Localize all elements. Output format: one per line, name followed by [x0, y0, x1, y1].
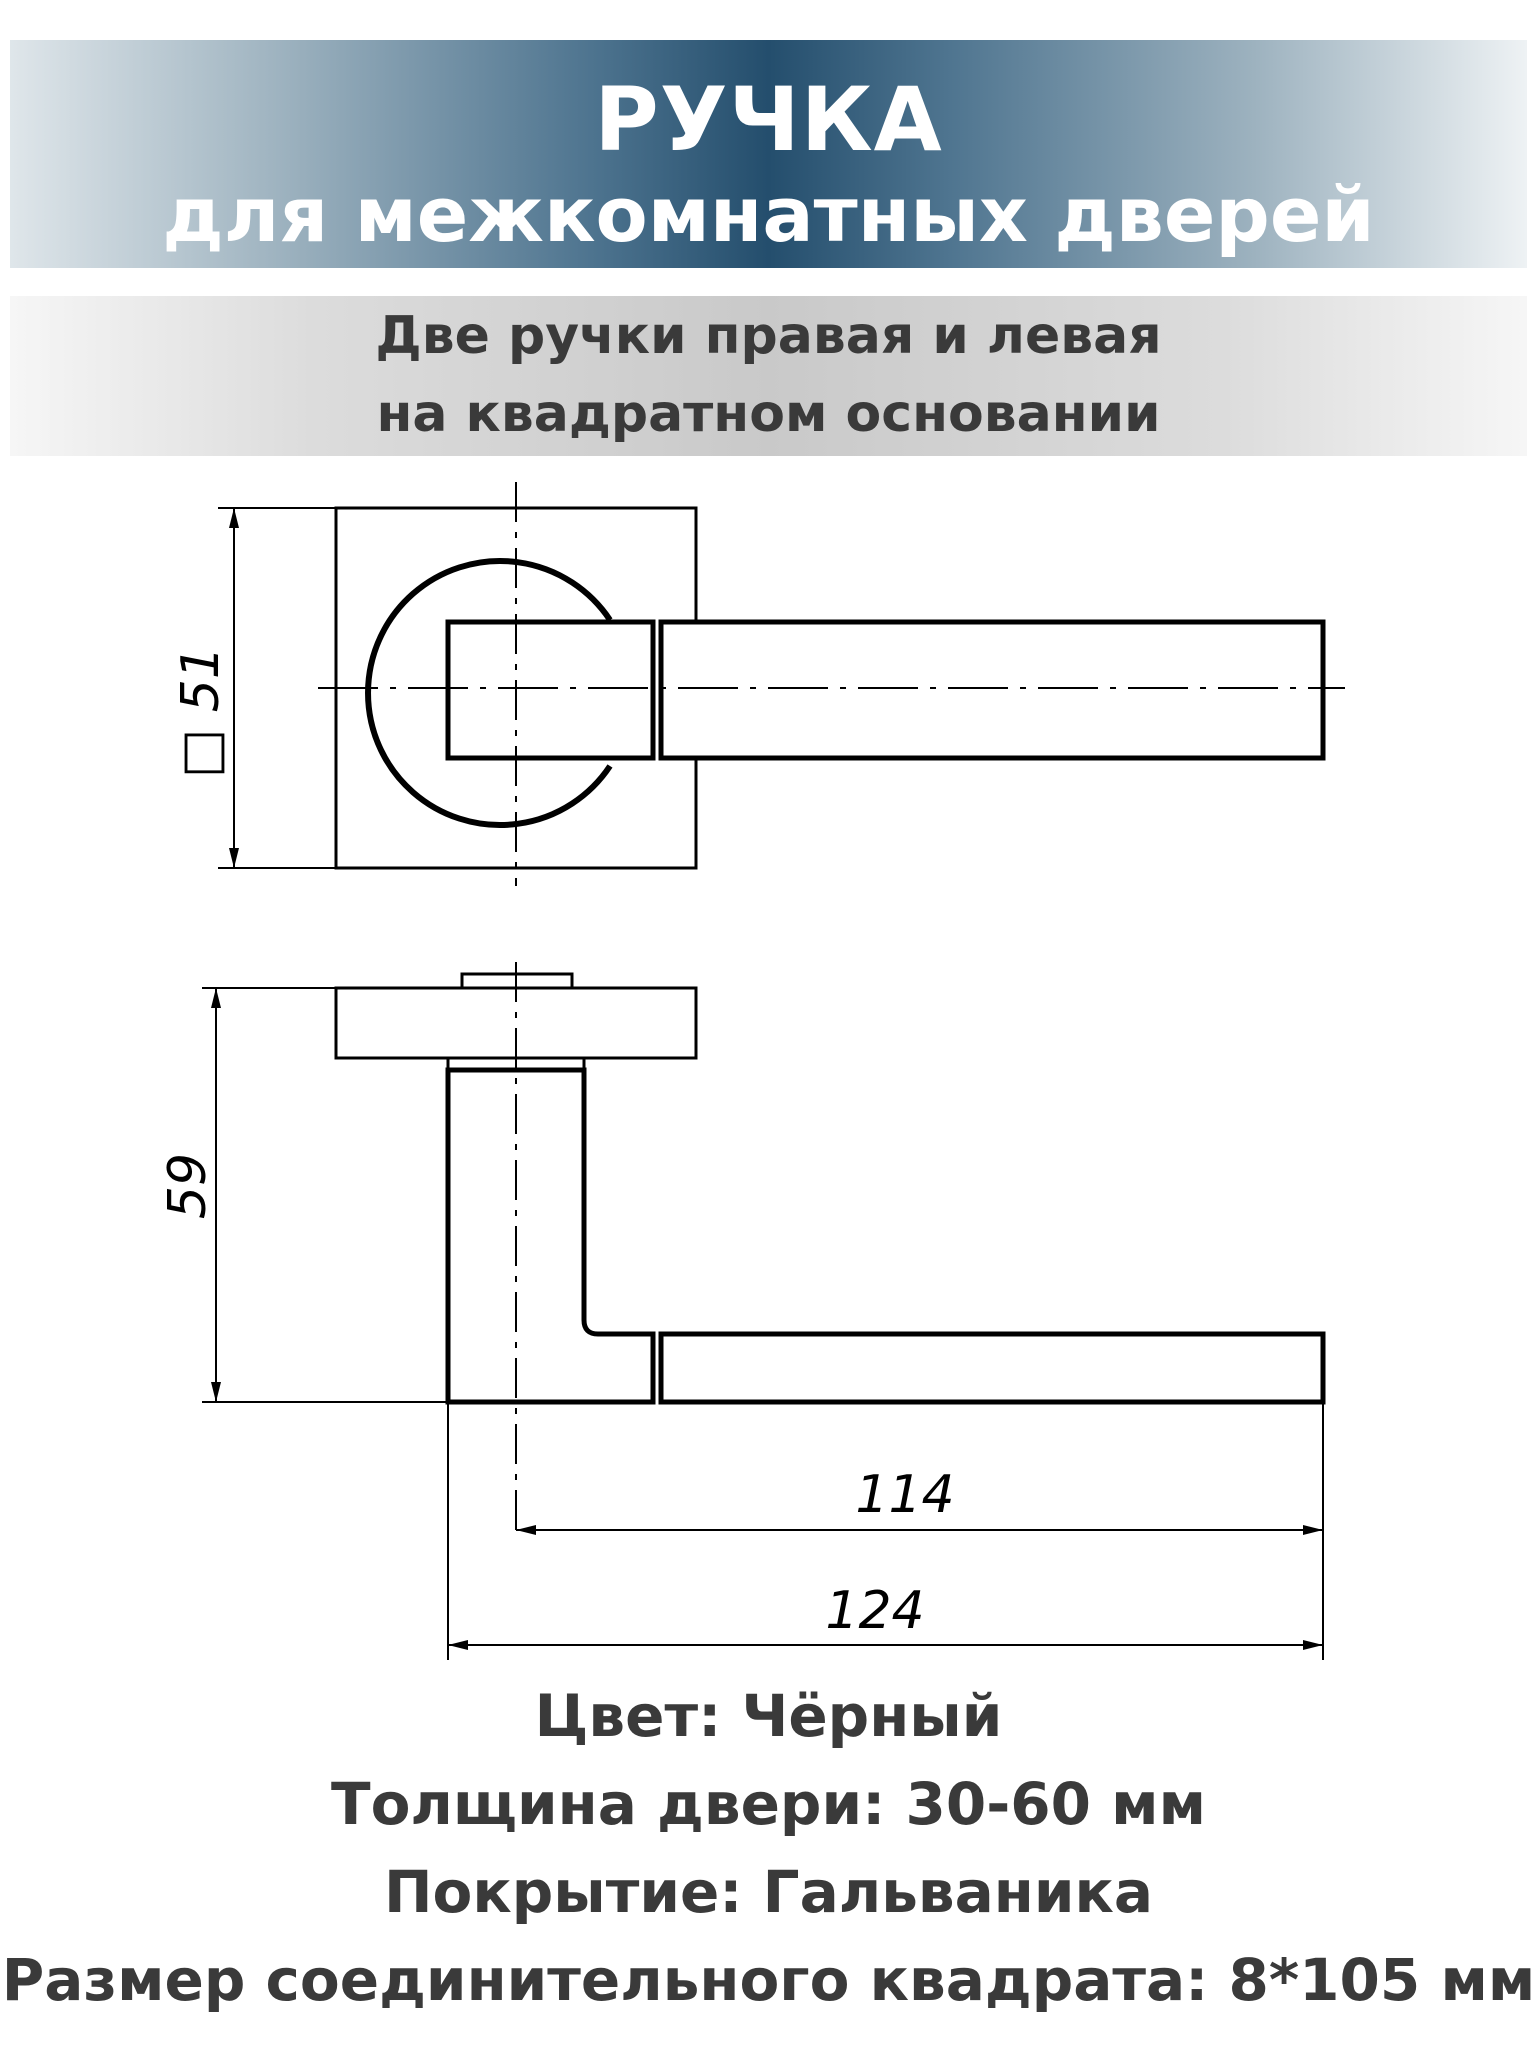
product-title: РУЧКА [594, 68, 943, 171]
front-view [218, 482, 1345, 886]
product-subtitle: для межкомнатных дверей [162, 170, 1375, 259]
lever-arm-side [658, 1331, 1326, 1405]
description-line-1: Две ручки правая и левая [375, 306, 1162, 366]
rosette-circle [365, 558, 613, 828]
dim-label-51: □ 51 [171, 646, 231, 778]
spec-color: Цвет: Чёрный [534, 1682, 1003, 1750]
dim-label-59: 59 [158, 1153, 218, 1219]
side-view [202, 962, 1326, 1660]
lever-neck-front [445, 619, 656, 761]
spec-coating: Покрытие: Гальваника [383, 1858, 1153, 1926]
square-symbol: □ [171, 729, 231, 778]
description-line-2: на квадратном основании [376, 384, 1161, 444]
title-banner: РУЧКА для межкомнатных дверей [10, 40, 1527, 268]
lever-body-side [445, 1067, 656, 1405]
dim-label-124: 124 [825, 1581, 924, 1641]
spec-door-thickness: Толщина двери: 30-60 мм [331, 1770, 1206, 1838]
lever-arm-front [658, 619, 1326, 761]
dim-label-114: 114 [855, 1465, 954, 1525]
spec-square-size: Размер соединительного квадрата: 8*105 м… [1, 1946, 1536, 2014]
description-band: Две ручки правая и левая на квадратном о… [10, 296, 1527, 456]
dim-value-51: 51 [171, 646, 231, 712]
